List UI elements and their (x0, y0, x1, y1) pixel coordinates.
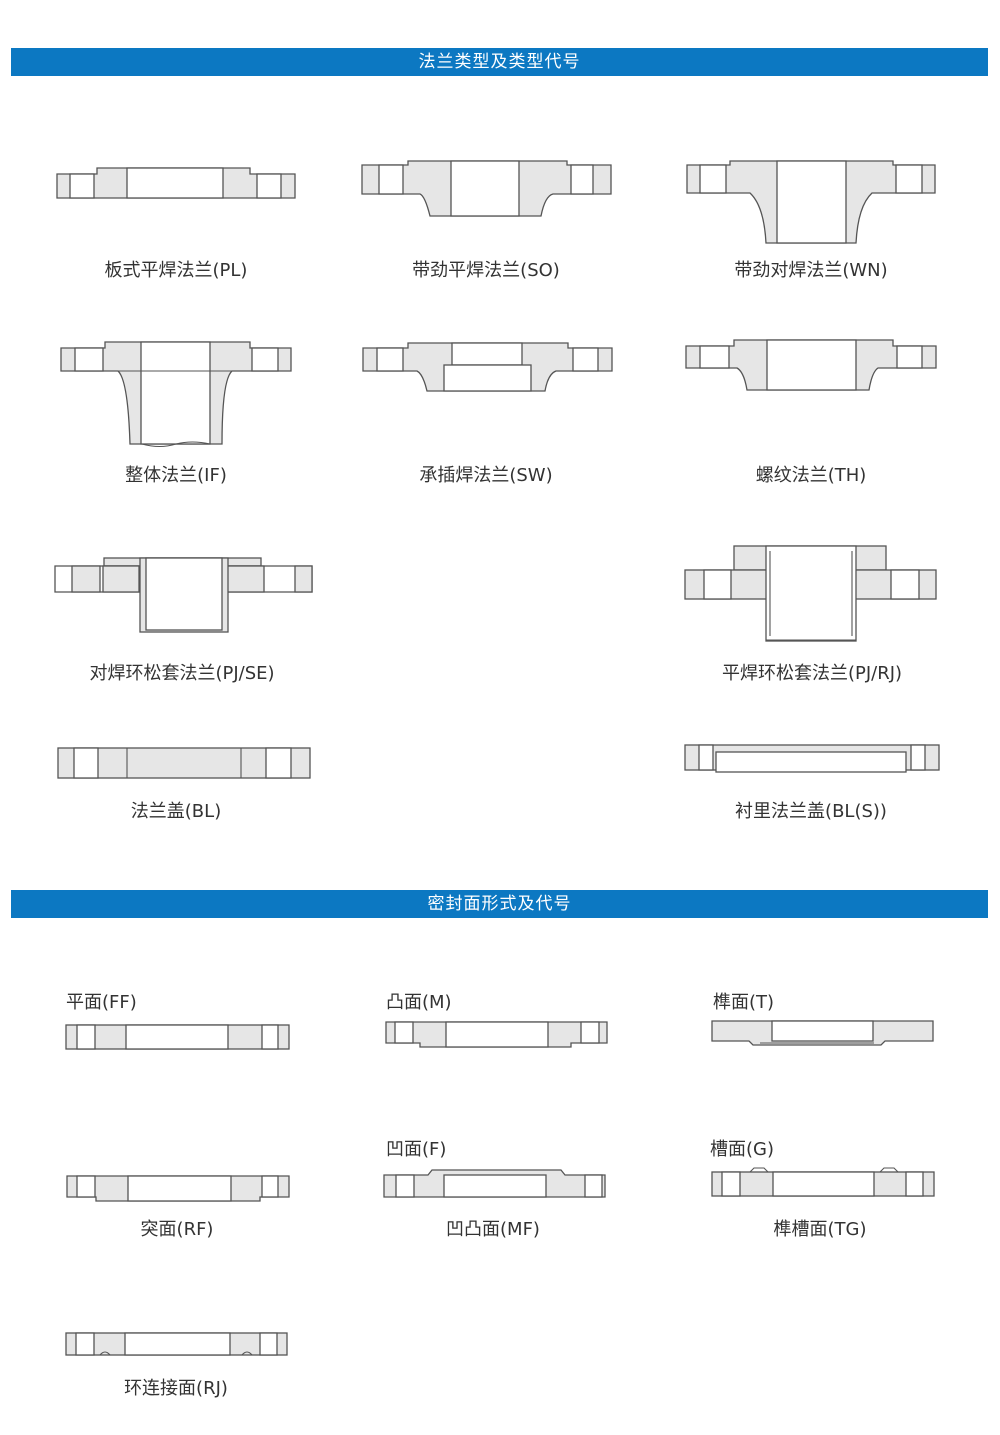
flange-so-label: 带劲平焊法兰(SO) (412, 260, 560, 281)
flange-pj-rj-drawing (684, 545, 937, 642)
flange-sw-label: 承插焊法兰(SW) (419, 465, 553, 486)
flange-bl-label: 法兰盖(BL) (130, 801, 222, 822)
seal-mf-label: 凹凸面(MF) (446, 1219, 540, 1240)
seal-g-label: 槽面(G) (710, 1139, 774, 1160)
seal-f-label: 凹面(F) (386, 1139, 447, 1160)
flange-sw-drawing (362, 342, 613, 392)
flange-bl-drawing (57, 747, 311, 779)
seal-rf-label: 突面(RF) (140, 1219, 214, 1240)
seal-ff-label: 平面(FF) (66, 992, 137, 1013)
flange-if-label: 整体法兰(IF) (125, 465, 227, 486)
flange-pj-se-drawing (54, 557, 313, 633)
flange-th-label: 螺纹法兰(TH) (755, 465, 867, 486)
seal-tg-label: 榫槽面(TG) (773, 1219, 867, 1240)
seal-f-drawing (383, 1169, 606, 1198)
seal-rj-drawing (65, 1332, 288, 1356)
seal-m-label: 凸面(M) (386, 992, 452, 1013)
flange-pl-label: 板式平焊法兰(PL) (104, 260, 248, 281)
flange-if-drawing (60, 341, 292, 448)
seal-ff-drawing (65, 1024, 290, 1050)
seal-rj-label: 环连接面(RJ) (124, 1378, 228, 1399)
section-title-seal-faces: 密封面形式及代号 (11, 890, 988, 918)
flange-wn-drawing (686, 160, 936, 244)
section-title-flange-types: 法兰类型及类型代号 (11, 48, 988, 76)
flange-th-drawing (685, 339, 937, 391)
seal-rf-drawing (66, 1175, 290, 1202)
seal-t-label: 榫面(T) (713, 992, 775, 1013)
seal-t-drawing (711, 1020, 934, 1046)
seal-m-drawing (385, 1021, 608, 1048)
flange-bl-s-drawing (684, 744, 940, 773)
flange-wn-label: 带劲对焊法兰(WN) (734, 260, 888, 281)
flange-pj-rj-label: 平焊环松套法兰(PJ/RJ) (721, 663, 903, 684)
flange-so-drawing (361, 160, 612, 217)
seal-g-drawing (711, 1167, 935, 1197)
flange-bl-s-label: 衬里法兰盖(BL(S)) (735, 801, 887, 822)
flange-pj-se-label: 对焊环松套法兰(PJ/SE) (89, 663, 275, 684)
flange-pl-drawing (56, 167, 296, 199)
